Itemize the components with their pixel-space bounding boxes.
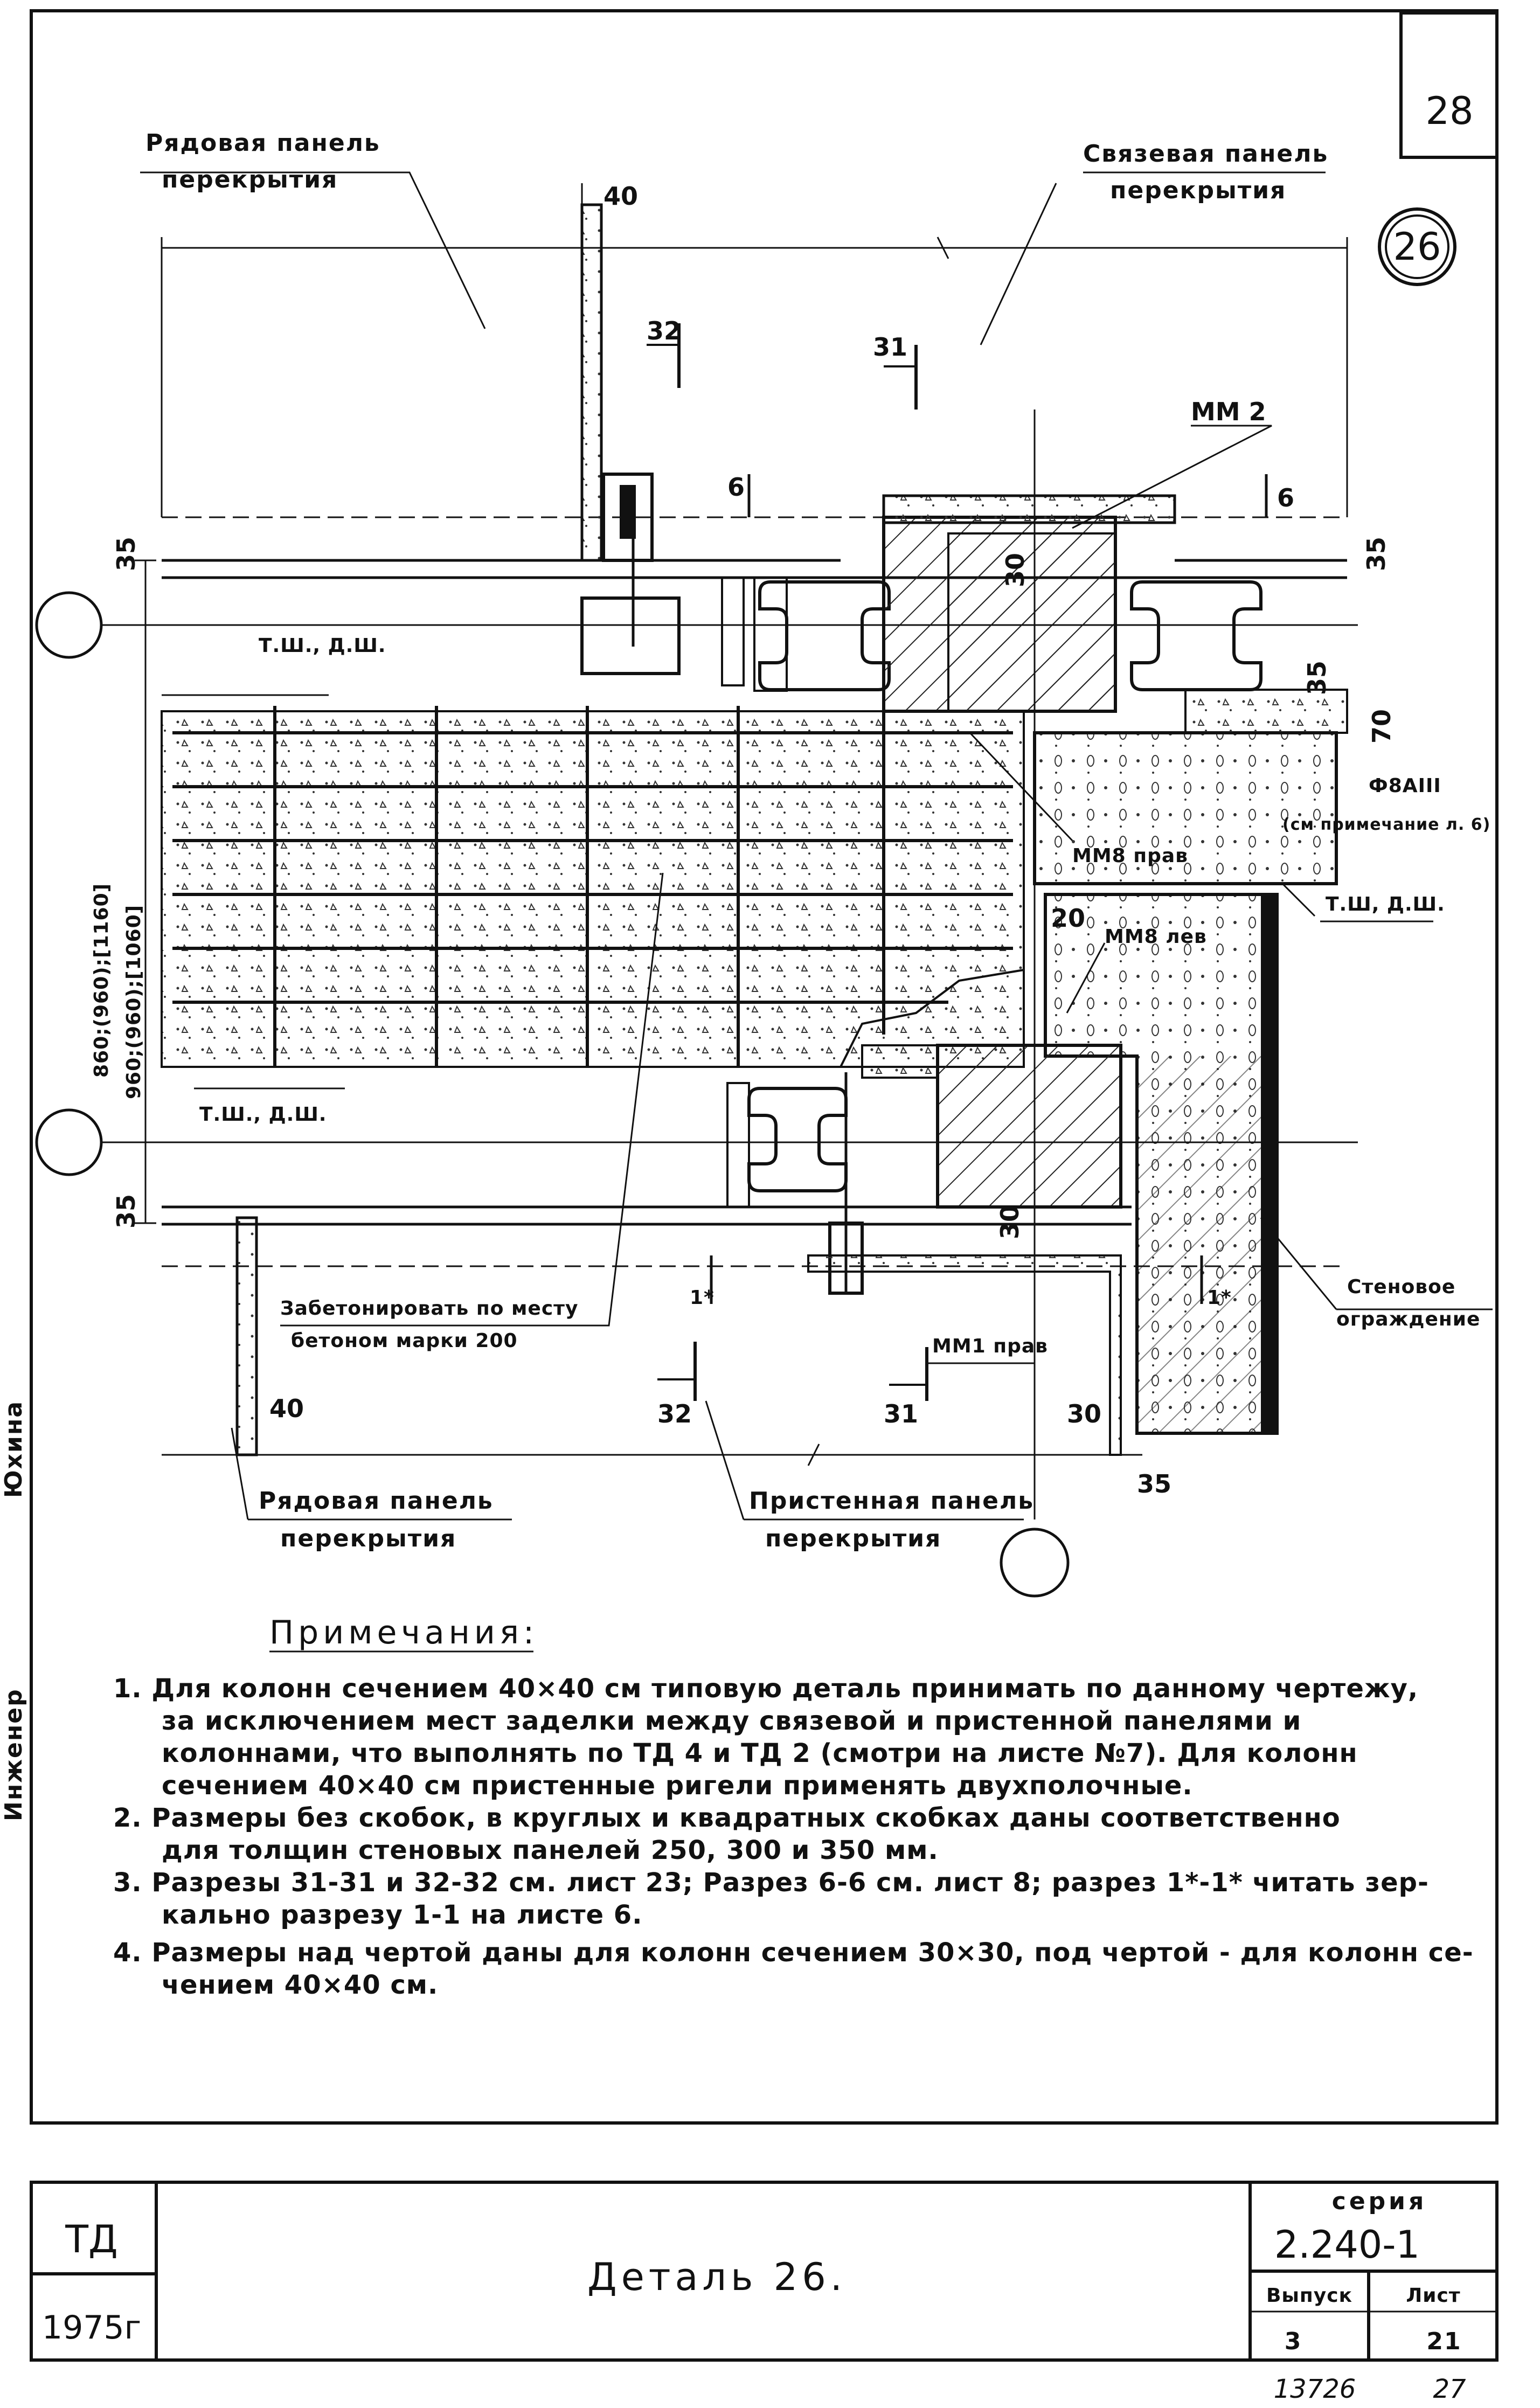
dim-30-c: 30 bbox=[1067, 1399, 1101, 1428]
notes-heading: Примечания: bbox=[269, 1614, 538, 1651]
label-wall-panel-1: Пристенная панель bbox=[749, 1487, 1034, 1515]
dim-35-left-bottom: 35 bbox=[112, 1194, 141, 1229]
leader-lines bbox=[140, 171, 1493, 1521]
label-mm8-right: ММ8 прав bbox=[1072, 845, 1188, 867]
footer-page: 27 bbox=[1433, 2374, 1466, 2404]
sheet-label: Лист bbox=[1406, 2285, 1460, 2307]
label-dims-vertical2: 860;(960);[1160] bbox=[91, 883, 113, 1078]
note-line-7: 3. Разрезы 31-31 и 32-32 см. лист 23; Ра… bbox=[113, 1868, 1429, 1898]
notes-block: Примечания: 1. Для колонн сечением 40×40… bbox=[113, 1614, 1474, 2000]
dim-35-left-top: 35 bbox=[112, 537, 141, 571]
page-number-box: 28 bbox=[1399, 11, 1499, 159]
label-row-panel-top-1: Рядовая панель bbox=[145, 129, 380, 157]
note-line-1: 1. Для колонн сечением 40×40 см типовую … bbox=[113, 1674, 1418, 1704]
label-dims-vertical: 960;(960);[1060] bbox=[123, 905, 145, 1099]
dim-40-bottom: 40 bbox=[269, 1394, 304, 1423]
wall-fence bbox=[1044, 893, 1279, 1435]
section-6-left: 6 bbox=[727, 473, 745, 502]
page-number: 28 bbox=[1425, 89, 1473, 133]
label-mm8-left: ММ8 лев bbox=[1105, 926, 1207, 948]
series-label: серия bbox=[1332, 2188, 1427, 2215]
axis-marker-middle bbox=[35, 1108, 103, 1176]
inventory-number: 13726 bbox=[1274, 2374, 1356, 2404]
label-wall-panel-2: перекрытия bbox=[765, 1525, 941, 1552]
label-phi8: Ф8АIII bbox=[1369, 775, 1441, 797]
label-mm1-right: ММ1 прав bbox=[932, 1335, 1048, 1357]
section-31-top: 31 bbox=[873, 332, 907, 362]
section-1-left: 1* bbox=[690, 1287, 714, 1309]
dim-30-b: 30 bbox=[995, 1205, 1024, 1239]
title-code: ТД bbox=[65, 2217, 117, 2261]
label-link-panel-1: Связевая панель bbox=[1083, 140, 1328, 168]
rigel-bottom bbox=[726, 1082, 848, 1208]
title-detail: Деталь 26. bbox=[587, 2255, 847, 2299]
section-1-right: 1* bbox=[1207, 1287, 1232, 1309]
label-link-panel-2: перекрытия bbox=[1110, 177, 1286, 204]
footer: 13726 27 bbox=[1274, 2374, 1466, 2404]
side-stamp-role: Инженер bbox=[0, 1688, 27, 1821]
side-stamp: Инженер Юхина bbox=[0, 1400, 27, 1821]
dim-40-top: 40 bbox=[603, 182, 638, 211]
note-line-3: колоннами, что выполнять по ТД 4 и ТД 2 … bbox=[162, 1738, 1358, 1768]
axis-marker-top bbox=[35, 591, 103, 659]
note-line-6: для толщин стеновых панелей 250, 300 и 3… bbox=[162, 1835, 939, 1865]
dim-35-right-top: 35 bbox=[1362, 537, 1391, 571]
issue-label: Выпуск bbox=[1266, 2285, 1352, 2307]
issue-value: 3 bbox=[1285, 2328, 1302, 2355]
sheet-frame bbox=[30, 9, 1499, 2125]
dim-20: 20 bbox=[1051, 904, 1085, 933]
detail-drawing: Рядовая панель перекрытия Связевая панел… bbox=[35, 129, 1493, 1598]
detail-marker: 26 bbox=[1378, 207, 1456, 286]
label-tsh-bottom: Т.Ш., Д.Ш. bbox=[199, 1104, 327, 1126]
note-line-10: чением 40×40 см. bbox=[162, 1970, 438, 2000]
sheet-value: 21 bbox=[1426, 2328, 1461, 2355]
label-wall-fence-1: Стеновое bbox=[1347, 1276, 1455, 1298]
detail-marker-number: 26 bbox=[1393, 225, 1441, 269]
label-concrete-1: Забетонировать по месту bbox=[280, 1297, 579, 1320]
note-line-8: кально разрезу 1-1 на листе 6. bbox=[162, 1900, 642, 1930]
dim-35-bottom: 35 bbox=[1137, 1469, 1171, 1498]
section-marks bbox=[647, 323, 1268, 1401]
series-value: 2.240-1 bbox=[1274, 2223, 1420, 2267]
rigel-top-right bbox=[1130, 580, 1262, 691]
section-6-right: 6 bbox=[1277, 483, 1294, 512]
note-line-2: за исключением мест заделки между связев… bbox=[162, 1706, 1301, 1736]
drawing-labels: Рядовая панель перекрытия Связевая панел… bbox=[91, 129, 1490, 1552]
label-row-panel-bottom-1: Рядовая панель bbox=[259, 1487, 494, 1515]
label-wall-fence-2: ограждение bbox=[1336, 1308, 1480, 1330]
label-tsh-right: Т.Ш, Д.Ш. bbox=[1326, 893, 1445, 915]
label-row-panel-bottom-2: перекрытия bbox=[280, 1525, 456, 1552]
label-concrete-2: бетоном марки 200 bbox=[291, 1330, 518, 1352]
label-row-panel-top-2: перекрытия bbox=[162, 166, 338, 193]
dim-30-a: 30 bbox=[1001, 553, 1030, 587]
label-tsh-top: Т.Ш., Д.Ш. bbox=[259, 635, 386, 657]
section-32-bottom: 32 bbox=[657, 1399, 692, 1428]
row-panel-body bbox=[161, 706, 1025, 1068]
note-line-4: сечением 40×40 см пристенные ригели прим… bbox=[162, 1771, 1193, 1801]
axis-marker-bottom bbox=[1000, 1528, 1070, 1598]
section-32-top: 32 bbox=[647, 316, 681, 345]
dim-35-mid: 35 bbox=[1302, 661, 1331, 695]
note-line-5: 2. Размеры без скобок, в круглых и квадр… bbox=[113, 1803, 1341, 1833]
side-stamp-name: Юхина bbox=[0, 1400, 27, 1498]
rigel-top-left bbox=[753, 577, 891, 692]
dim-70: 70 bbox=[1367, 709, 1396, 744]
title-year: 1975г bbox=[42, 2309, 141, 2347]
label-mm2: ММ 2 bbox=[1191, 397, 1266, 426]
label-see-note: (см примечание л. 6) bbox=[1282, 815, 1490, 834]
title-block: ТД 1975г Деталь 26. серия 2.240-1 Выпуск… bbox=[30, 2181, 1499, 2362]
section-31-bottom: 31 bbox=[884, 1399, 918, 1428]
note-line-9: 4. Размеры над чертой даны для колонн се… bbox=[113, 1938, 1474, 1968]
